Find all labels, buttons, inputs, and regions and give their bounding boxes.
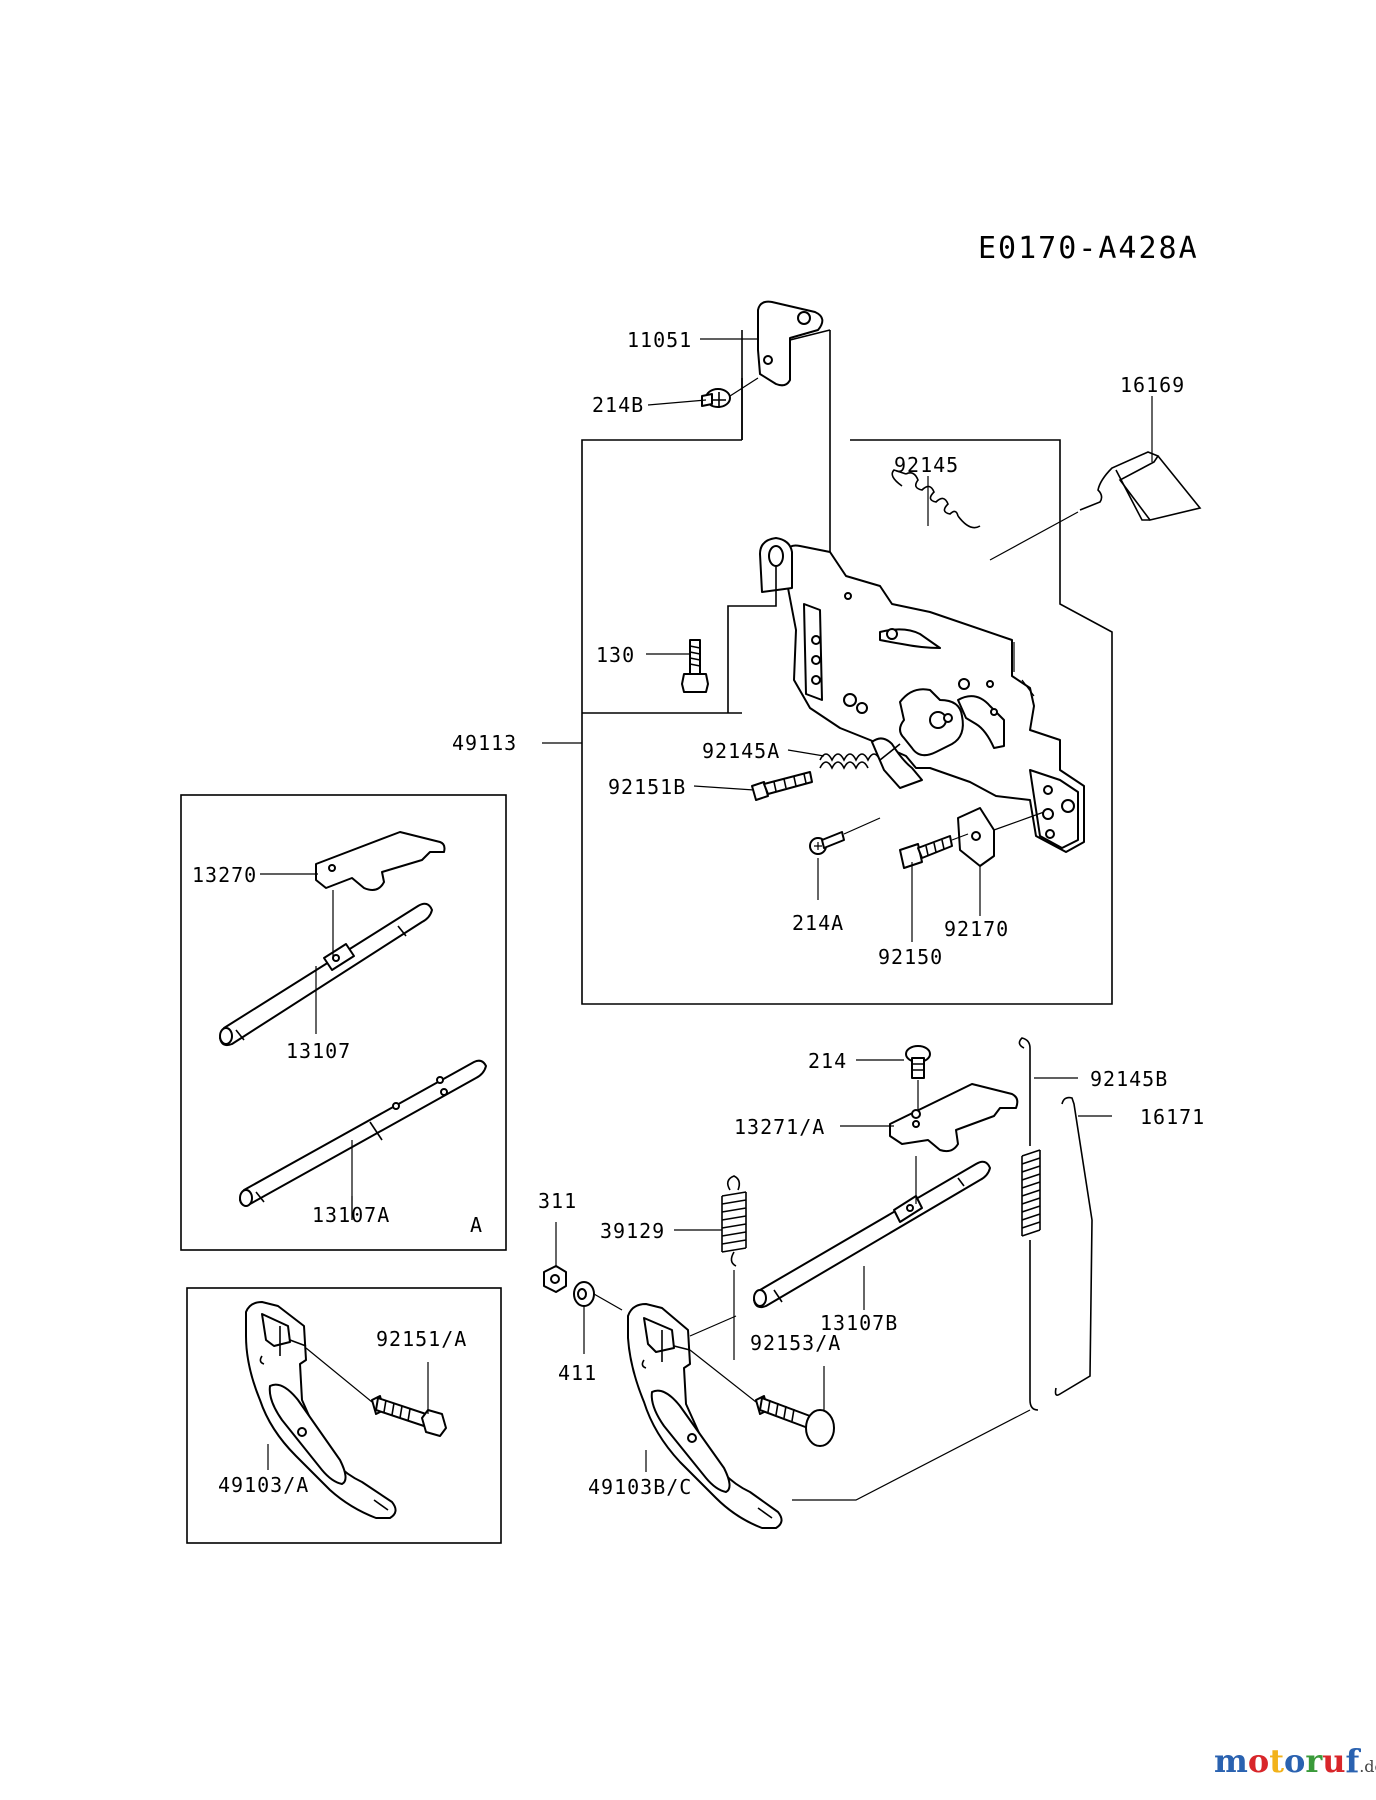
part-labels: 11051 214B 16169 92145 130 49113 92145A …	[192, 328, 1205, 1499]
control-plate-49113	[787, 544, 1085, 853]
label-16169: 16169	[1120, 373, 1185, 397]
label-92145: 92145	[894, 453, 959, 477]
shaft-13107	[219, 890, 433, 1047]
wm-letter-o1: o	[1248, 1742, 1269, 1780]
label-49103BC: 49103B/C	[588, 1475, 692, 1499]
control-panel-assembly	[581, 300, 1202, 1005]
lever-49103A	[245, 1301, 397, 1519]
leader-lines	[260, 338, 1153, 1472]
label-311: 311	[538, 1189, 577, 1213]
washer-411	[573, 1281, 623, 1311]
label-49113: 49113	[452, 731, 517, 755]
wm-letter-m: m	[1214, 1742, 1248, 1780]
shaft-13107A	[239, 1059, 487, 1220]
rod-16171	[1054, 1096, 1093, 1396]
bolt-92151A	[305, 1347, 447, 1437]
spring-92145B	[792, 1037, 1041, 1501]
label-92170: 92170	[944, 917, 1009, 941]
bolt-92153A	[689, 1349, 835, 1447]
label-92145A: 92145A	[702, 739, 780, 763]
inset-49103A-box	[186, 1287, 502, 1544]
screw-92151B	[751, 771, 813, 801]
link-16169	[1079, 451, 1202, 521]
wm-suffix: .de	[1359, 1757, 1376, 1776]
label-92145B: 92145B	[1090, 1067, 1168, 1091]
lever-49103BC	[627, 1303, 783, 1529]
label-411: 411	[558, 1361, 597, 1385]
nut-311	[543, 1265, 567, 1293]
screw-214A	[809, 817, 881, 855]
watermark-logo: motoruf.de	[1214, 1742, 1376, 1780]
screw-214	[905, 1045, 931, 1110]
svg-text:motoruf.de: motoruf.de	[1214, 1742, 1376, 1780]
label-39129: 39129	[600, 1219, 665, 1243]
wm-letter-f: f	[1345, 1742, 1361, 1780]
wm-letter-o2: o	[1284, 1742, 1305, 1780]
spring-92145	[891, 469, 1079, 561]
wm-letter-t: t	[1269, 1742, 1284, 1780]
label-214B: 214B	[592, 393, 644, 417]
label-13271A: 13271/A	[734, 1115, 825, 1139]
shaft-13107B	[753, 1156, 991, 1309]
bolt-130	[681, 639, 709, 693]
label-13107B: 13107B	[820, 1311, 898, 1335]
wm-letter-r: r	[1305, 1742, 1323, 1780]
label-49103A: 49103/A	[218, 1473, 309, 1497]
inset-A-box: A	[180, 794, 507, 1251]
governor-lever-assembly	[543, 1037, 1093, 1529]
spring-39129	[721, 1175, 747, 1360]
inset-A-label: A	[470, 1213, 483, 1237]
bracket-130-mount	[727, 537, 793, 713]
bolt-92150	[899, 833, 969, 869]
diagram-code: E0170-A428A	[978, 231, 1199, 266]
plate-13271A	[889, 1083, 1019, 1153]
wm-letter-u: u	[1322, 1742, 1345, 1780]
plate-13270	[315, 831, 446, 891]
label-13107: 13107	[286, 1039, 351, 1063]
label-13107A: 13107A	[312, 1203, 390, 1227]
label-130: 130	[596, 643, 635, 667]
clamp-92170	[957, 807, 1045, 867]
label-92150: 92150	[878, 945, 943, 969]
label-13270: 13270	[192, 863, 257, 887]
spring-92145A	[819, 743, 901, 770]
label-92153A: 92153/A	[750, 1331, 841, 1355]
screw-214B	[701, 377, 759, 408]
label-214: 214	[808, 1049, 847, 1073]
label-16171: 16171	[1140, 1105, 1205, 1129]
label-11051: 11051	[627, 328, 692, 352]
label-92151A: 92151/A	[376, 1327, 467, 1351]
label-214A: 214A	[792, 911, 844, 935]
label-92151B: 92151B	[608, 775, 686, 799]
